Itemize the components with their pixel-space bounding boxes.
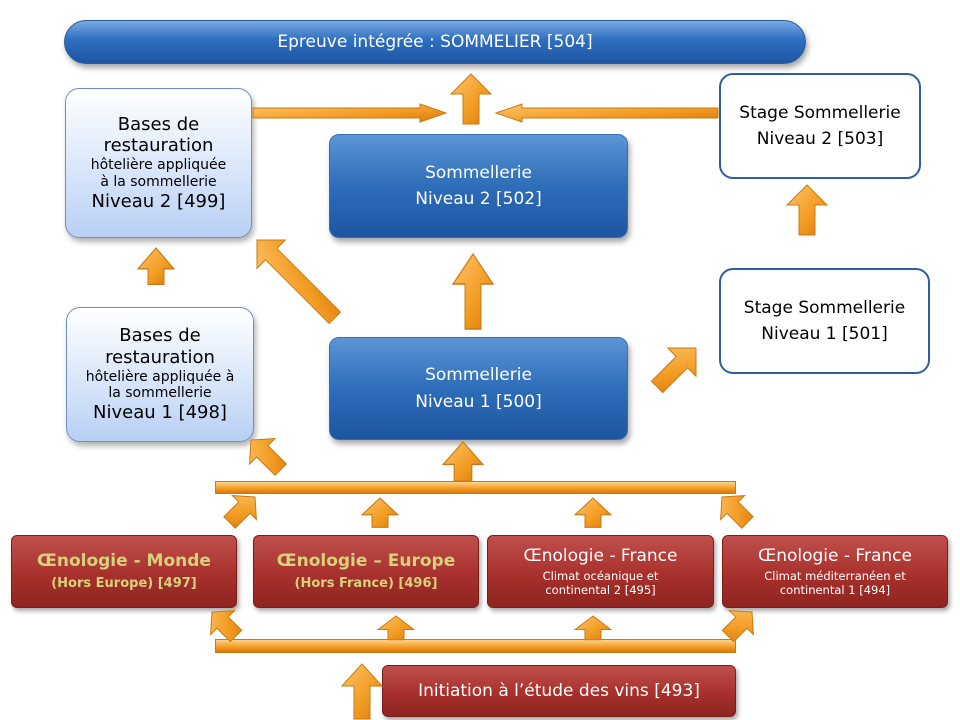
node-sommellerie-niveau-1: Sommellerie Niveau 1 [500] xyxy=(329,337,628,440)
label-line: (Hors France) [496] xyxy=(294,576,438,592)
arrow-up-initiation-to-bar xyxy=(341,663,383,720)
label-line: (Hors Europe) [497] xyxy=(51,576,197,592)
node-bases-niveau-2: Bases de restauration hôtelière appliqué… xyxy=(65,88,252,238)
label-line: Bases de xyxy=(117,113,200,135)
node-stage-niveau-1: Stage Sommellerie Niveau 1 [501] xyxy=(719,268,930,374)
label-line: Niveau 2 [499] xyxy=(91,190,226,212)
node-stage-niveau-2: Stage Sommellerie Niveau 2 [503] xyxy=(719,73,921,179)
node-oenologie-france-1: Œnologie - France Climat méditerranéen e… xyxy=(722,535,948,608)
arrow-up-bar-to-somm1 xyxy=(442,441,484,482)
arrow-diag-france1-to-bar xyxy=(720,495,754,529)
label-line: Niveau 2 [502] xyxy=(415,189,542,209)
label-line: la sommellerie xyxy=(108,385,212,402)
label-line: Climat méditerranéen et xyxy=(764,568,906,583)
label-line: Stage Sommellerie xyxy=(739,102,901,123)
arrow-diag-bar-to-bases1 xyxy=(249,438,288,477)
arrow-up-stage1-to-stage2 xyxy=(786,184,828,236)
arrow-diag-monde-to-bar xyxy=(223,495,257,529)
title-text: Epreuve intégrée : SOMMELIER [504] xyxy=(277,31,593,52)
arrow-up-france2-to-bar xyxy=(574,497,612,528)
label-line: Œnologie – Europe xyxy=(276,551,456,571)
arrow-up-somm1-to-somm2 xyxy=(452,253,494,330)
title-bar: Epreuve intégrée : SOMMELIER [504] xyxy=(64,20,806,64)
arrow-up-bar-to-europe xyxy=(377,615,415,641)
label-line: à la sommellerie xyxy=(100,173,217,190)
label-line: restauration xyxy=(105,346,215,368)
node-oenologie-europe: Œnologie – Europe (Hors France) [496] xyxy=(253,535,479,608)
label-line: hôtelière appliquée à xyxy=(85,368,235,385)
node-initiation: Initiation à l’étude des vins [493] xyxy=(382,665,736,717)
arrow-diag-somm1-to-stage1 xyxy=(650,347,697,394)
arrow-diag-bar-to-france1 xyxy=(721,610,754,643)
arrow-up-bar-to-france2 xyxy=(574,615,612,641)
label-line: restauration xyxy=(103,135,214,157)
arrow-right-from-bases2 xyxy=(252,103,448,123)
label-line: Bases de xyxy=(119,325,201,347)
arrow-up-to-title xyxy=(450,73,492,125)
label-line: Sommellerie xyxy=(425,365,532,386)
label-line: Niveau 2 [503] xyxy=(756,129,884,149)
arrow-left-from-stage2 xyxy=(494,103,719,123)
label-line: continental 2 [495] xyxy=(545,582,656,597)
connector-bar-upper xyxy=(215,481,736,494)
label-line: hôtelière appliquée xyxy=(90,157,227,173)
label-line: Niveau 1 [500] xyxy=(415,391,542,412)
node-bases-niveau-1: Bases de restauration hôtelière appliqué… xyxy=(66,307,254,442)
node-sommellerie-niveau-2: Sommellerie Niveau 2 [502] xyxy=(329,134,628,238)
node-oenologie-france-2: Œnologie - France Climat océanique et co… xyxy=(487,535,714,608)
label-line: Niveau 1 [498] xyxy=(93,402,227,424)
label-line: Niveau 1 [501] xyxy=(761,324,888,344)
connector-bar-lower xyxy=(215,639,736,653)
label-line: Sommellerie xyxy=(425,162,532,183)
label-line: Climat océanique et xyxy=(542,568,659,583)
label-line: Initiation à l’étude des vins [493] xyxy=(418,680,700,701)
label-line: Stage Sommellerie xyxy=(743,297,906,318)
label-line: Œnologie - Monde xyxy=(37,551,211,571)
label-line: Œnologie - France xyxy=(523,545,678,566)
arrow-diag-somm1-to-bases2 xyxy=(256,239,342,325)
node-oenologie-monde: Œnologie - Monde (Hors Europe) [497] xyxy=(11,535,237,608)
arrow-up-bases1-to-bases2 xyxy=(137,247,175,286)
arrow-up-europe-to-bar xyxy=(361,497,399,528)
label-line: Œnologie - France xyxy=(758,545,912,566)
label-line: continental 1 [494] xyxy=(779,582,891,597)
arrow-diag-bar-to-monde xyxy=(210,610,243,643)
